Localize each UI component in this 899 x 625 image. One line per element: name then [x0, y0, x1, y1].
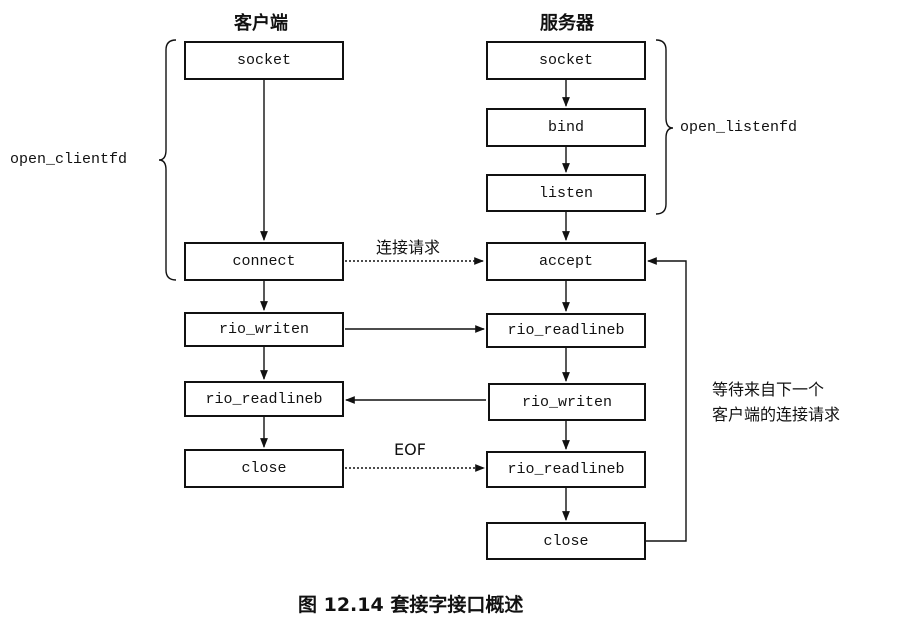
client-connect-box: connect — [184, 242, 344, 281]
server-socket-box: socket — [486, 41, 646, 80]
client-column-title: 客户端 — [234, 13, 288, 34]
brace-open-clientfd — [158, 39, 177, 281]
server-accept-box: accept — [486, 242, 646, 281]
open-clientfd-label: open_clientfd — [10, 151, 128, 168]
server-bind-box: bind — [486, 108, 646, 147]
server-close-box: close — [486, 522, 646, 560]
server-rio-writen-box: rio_writen — [488, 383, 646, 421]
client-socket-box: socket — [184, 41, 344, 80]
server-rio-readlineb-box-2: rio_readlineb — [486, 451, 646, 488]
edge-loop-close-to-accept — [646, 257, 687, 542]
client-close-box: close — [184, 449, 344, 488]
brace-open-listenfd — [655, 39, 674, 215]
connection-request-label: 连接请求 — [376, 238, 441, 257]
open-listenfd-label: open_listenfd — [680, 119, 798, 136]
server-rio-readlineb-box-1: rio_readlineb — [486, 313, 646, 348]
server-column-title: 服务器 — [540, 13, 594, 34]
eof-label: EOF — [394, 440, 426, 459]
client-rio-readlineb-box: rio_readlineb — [184, 381, 344, 417]
loop-note-line2: 客户端的连接请求 — [712, 405, 841, 424]
server-listen-box: listen — [486, 174, 646, 212]
client-rio-writen-box: rio_writen — [184, 312, 344, 347]
figure-caption: 图 12.14 套接字接口概述 — [298, 594, 524, 616]
loop-note-line1: 等待来自下一个 — [712, 380, 825, 399]
